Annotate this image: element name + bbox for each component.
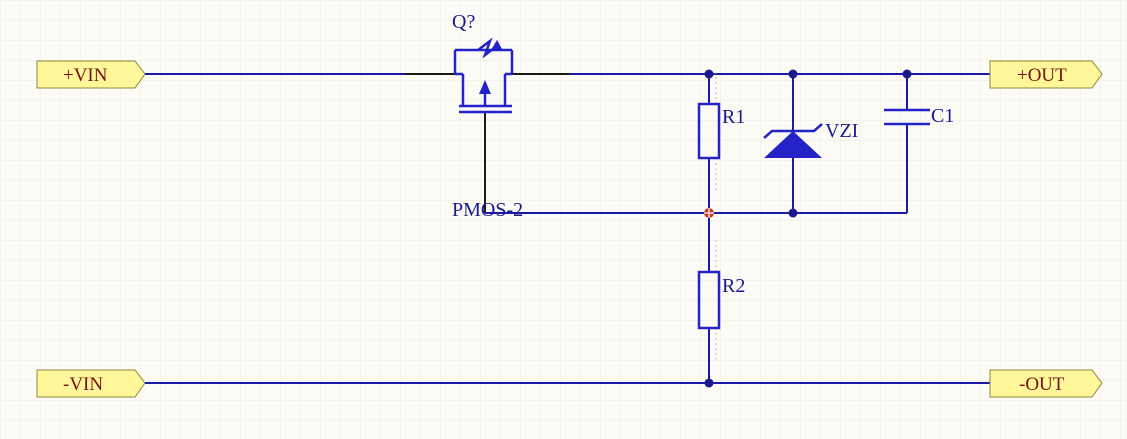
junction-bottom-r2 (704, 378, 714, 388)
zener-diode[interactable] (763, 123, 823, 158)
zener-label: VZI (825, 120, 858, 142)
svg-text:-OUT: -OUT (1019, 374, 1065, 395)
junction-top-r1 (704, 69, 714, 79)
svg-text:+VIN: +VIN (63, 65, 108, 86)
port-out-pos[interactable]: +OUT (989, 60, 1103, 89)
wires (145, 73, 990, 384)
junction-mid-r (704, 208, 714, 218)
port-vin-pos[interactable]: +VIN (36, 60, 146, 89)
pmos-transistor[interactable] (453, 37, 514, 114)
junctions (704, 69, 912, 388)
pmos-designator: Q? (452, 11, 475, 33)
port-vin-neg[interactable]: -VIN (36, 369, 146, 398)
port-out-neg[interactable]: -OUT (989, 369, 1103, 398)
resistor-r1[interactable] (697, 102, 721, 160)
junction-mid-zener (788, 208, 798, 218)
resistor-r2[interactable] (697, 270, 721, 330)
junction-top-c1 (902, 69, 912, 79)
svg-text:+OUT: +OUT (1017, 65, 1067, 86)
c1-label: C1 (931, 105, 954, 127)
r1-label: R1 (722, 106, 745, 128)
pmos-body-diode-arrow (491, 40, 502, 50)
r2-label: R2 (722, 275, 745, 297)
pmos-comment: PMOS-2 (452, 199, 523, 221)
svg-text:-VIN: -VIN (63, 374, 103, 395)
pmos-arrow (479, 80, 491, 94)
junction-top-zener (788, 69, 798, 79)
capacitor-c1[interactable] (884, 108, 930, 126)
